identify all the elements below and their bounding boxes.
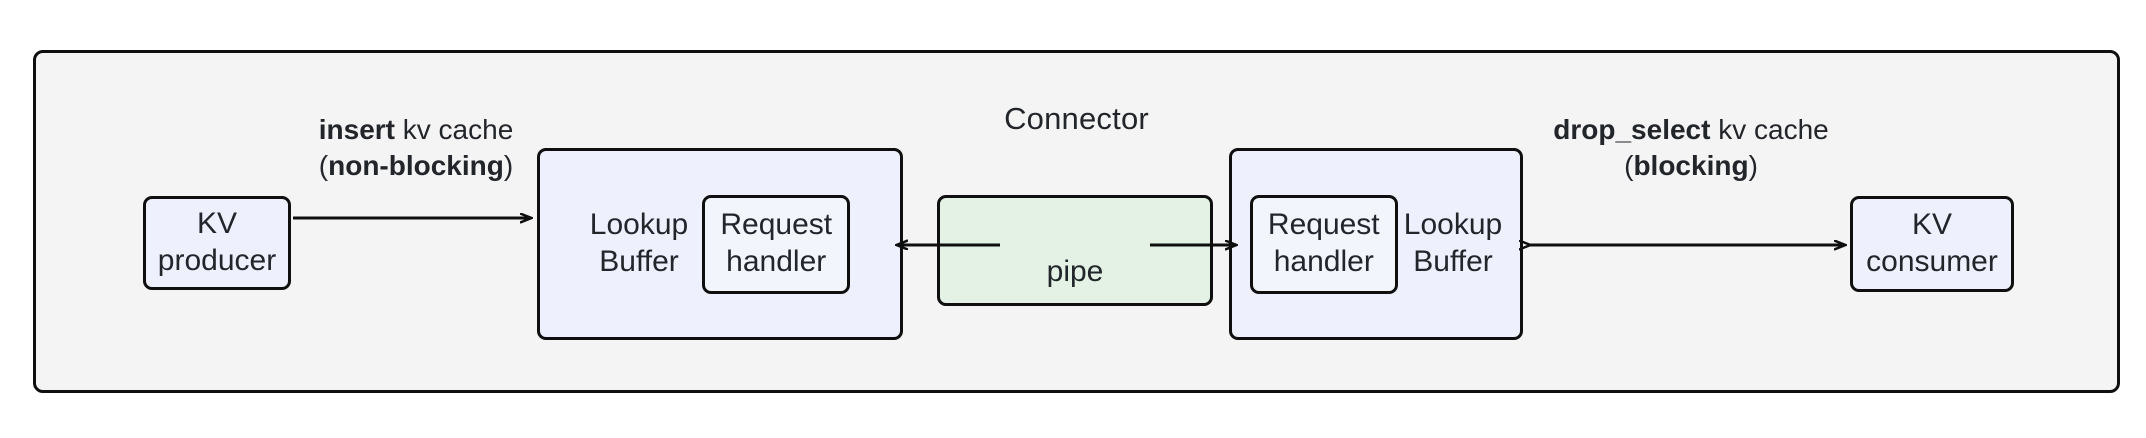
request-handler-right-label: Request handler (1267, 208, 1380, 278)
edge-label-insert-line2: (non-blocking) (296, 148, 536, 184)
edge-close-paren-insert: ) (503, 149, 514, 181)
node-kv-consumer[interactable]: KV consumer (1850, 196, 2014, 292)
edge-label-drop-line2: (blocking) (1533, 148, 1849, 184)
node-lookup-buffer-left[interactable]: Lookup Buffer Request handler (537, 148, 903, 340)
edge-label-insert: insert kv cache (non-blocking) (296, 112, 536, 184)
node-pipe[interactable]: pipe (937, 195, 1213, 306)
lookup-buffer-left-label: Lookup Buffer (589, 208, 689, 278)
edge-op-insert: insert (318, 114, 395, 145)
edge-open-paren-drop: ( (1624, 149, 1634, 181)
edge-open-paren-insert: ( (318, 149, 329, 181)
edge-mode-drop-select: blocking (1633, 149, 1749, 181)
lookup-buffer-right-label: Lookup Buffer (1403, 208, 1503, 278)
pipe-label: pipe (1046, 255, 1104, 288)
edge-label-insert-line1: insert kv cache (296, 112, 536, 148)
edge-object-drop-select: kv cache (1710, 114, 1829, 145)
node-request-handler-left[interactable]: Request handler (702, 194, 851, 294)
edge-op-drop-select: drop_select (1553, 114, 1711, 145)
node-request-handler-right[interactable]: Request handler (1249, 194, 1398, 294)
edge-label-drop-line1: drop_select kv cache (1533, 112, 1849, 148)
node-kv-producer[interactable]: KV producer (143, 196, 291, 290)
request-handler-left-label: Request handler (720, 208, 833, 278)
edge-label-drop-select: drop_select kv cache (blocking) (1533, 112, 1849, 184)
edge-mode-insert: non-blocking (328, 149, 504, 181)
connector-title: Connector (1004, 101, 1149, 136)
node-lookup-buffer-right[interactable]: Request handler Lookup Buffer (1229, 148, 1523, 340)
node-kv-consumer-label: KV consumer (1866, 208, 1998, 278)
node-kv-producer-label: KV producer (157, 207, 277, 277)
edge-close-paren-drop: ) (1748, 149, 1758, 181)
edge-object-insert: kv cache (394, 114, 514, 145)
